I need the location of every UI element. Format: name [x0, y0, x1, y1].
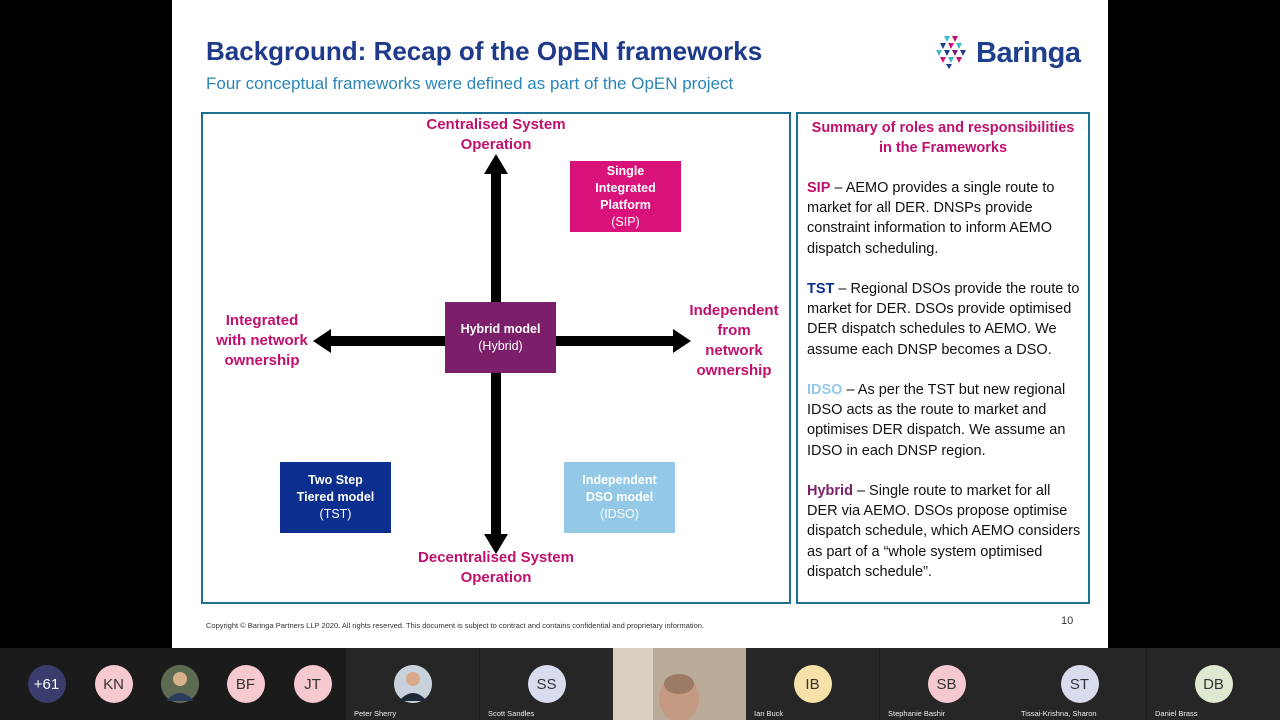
copyright-notice: Copyright © Baringa Partners LLP 2020. A…: [206, 621, 705, 630]
slide-subtitle: Four conceptual frameworks were defined …: [206, 74, 734, 93]
avatar: DB: [1194, 665, 1233, 703]
person-photo-icon: [393, 665, 432, 703]
participant-name: Tissai-Krishna, Sharon: [1021, 709, 1097, 718]
baringa-logo: Baringa: [934, 32, 1084, 76]
avatar: KN: [94, 665, 133, 703]
participant-tile[interactable]: BF: [179, 648, 312, 720]
participant-tile[interactable]: Peter Sherry: [346, 648, 479, 720]
participant-name: Peter Sherry: [354, 709, 397, 718]
avatar-photo: [393, 665, 432, 703]
avatar: JT: [293, 665, 332, 703]
participant-name: Daniel Brass: [1155, 709, 1198, 718]
sip-box: Single Integrated Platform (SIP): [570, 161, 681, 232]
summary-item-idso: IDSO – As per the TST but new regional I…: [807, 382, 1066, 459]
person-photo-icon: [160, 665, 199, 703]
participant-video-tile[interactable]: [613, 648, 746, 720]
avatar: ST: [1060, 665, 1099, 703]
participant-tile[interactable]: IB Ian Buck: [746, 648, 879, 720]
summary-item-sip: SIP – AEMO provides a single route to ma…: [807, 180, 1055, 257]
avatar: SB: [927, 665, 966, 703]
avatar: IB: [793, 665, 832, 703]
participant-tile[interactable]: SB Stephanie Bashir: [880, 648, 1013, 720]
tst-box: Two Step Tiered model (TST): [280, 462, 391, 533]
arrow-left: [313, 329, 331, 353]
participant-tile[interactable]: DB Daniel Brass: [1147, 648, 1280, 720]
participant-name: Stephanie Bashir: [888, 709, 946, 718]
hybrid-box: Hybrid model (Hybrid): [445, 302, 556, 373]
avatar: +61: [27, 665, 66, 703]
participant-tile[interactable]: KN: [47, 648, 180, 720]
participant-name: Ian Buck: [754, 709, 784, 718]
summary-item-tst: TST – Regional DSOs provide the route to…: [807, 281, 1080, 358]
participant-tile[interactable]: +61: [0, 648, 113, 720]
slide-title: Background: Recap of the OpEN frameworks: [206, 36, 763, 66]
participant-tile[interactable]: SS Scott Sandles: [480, 648, 613, 720]
participant-tile[interactable]: ST Tissai-Krishna, Sharon: [1013, 648, 1146, 720]
page-number: 10: [1061, 615, 1074, 627]
arrow-right: [673, 329, 691, 353]
avatar: SS: [527, 665, 566, 703]
arrow-down: [484, 534, 508, 554]
participant-tile[interactable]: JT: [246, 648, 379, 720]
idso-box: Independent DSO model (IDSO): [564, 462, 675, 533]
video-feed-icon: [613, 648, 746, 720]
summary-body: SIP – AEMO provides a single route to ma…: [807, 178, 1085, 602]
arrow-up: [484, 154, 508, 174]
avatar: BF: [226, 665, 265, 703]
participant-strip: +61 KN BF JT Peter Sherry SS Scott Sandl…: [0, 648, 1280, 720]
logo-text: Baringa: [976, 37, 1081, 69]
slide: Background: Recap of the OpEN frameworks…: [172, 0, 1108, 648]
participant-tile[interactable]: [113, 648, 246, 720]
avatar-photo: [160, 665, 199, 703]
baringa-logo-icon: [936, 36, 966, 69]
participant-name: Scott Sandles: [488, 709, 535, 718]
summary-item-hybrid: Hybrid – Single route to market for all …: [807, 483, 1081, 580]
